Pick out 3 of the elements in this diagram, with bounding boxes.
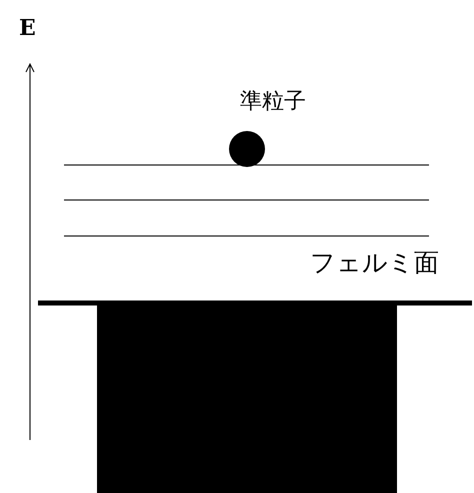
quasiparticle-label: 準粒子 — [240, 91, 306, 113]
fermi-surface-label: フェルミ面 — [310, 250, 439, 275]
axis-label: E — [19, 17, 36, 39]
